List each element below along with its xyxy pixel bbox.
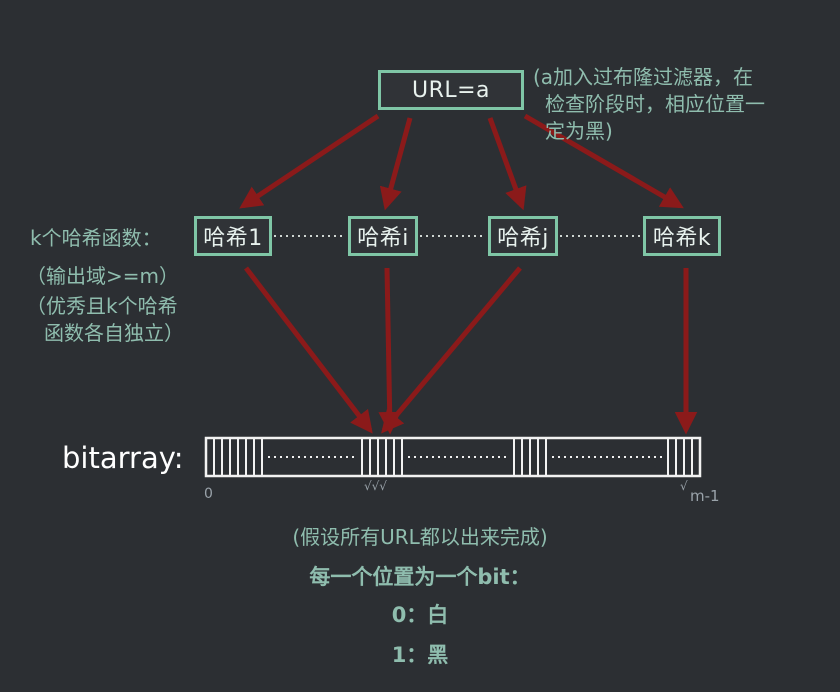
bit-group-mid-1	[361, 438, 403, 476]
note-a-in-filter: (a加入过布隆过滤器，在 检查阶段时，相应位置一 定为黑)	[533, 64, 833, 145]
note-a-line-2: 检查阶段时，相应位置一	[545, 92, 765, 116]
tick-start: 0	[204, 486, 213, 502]
hash-independence-line-1: （优秀且k个哈希	[26, 294, 178, 318]
hash-box-1: 哈希1	[194, 216, 272, 256]
tick-mid-checks: √√√	[364, 479, 387, 493]
tick-end: m-1	[690, 487, 720, 505]
note-a-line-1: (a加入过布隆过滤器，在	[533, 65, 754, 89]
bit-group-mid-2	[513, 438, 547, 476]
assumption-text: (假设所有URL都以出来完成)	[292, 525, 548, 549]
hash-output-domain-note: （输出域>=m）	[26, 264, 179, 288]
hash-box-j: 哈希j	[488, 216, 558, 256]
bit-group-end	[667, 438, 693, 476]
arrow-url-to-hashj	[487, 117, 527, 211]
bit-zero-meaning: 0：白	[391, 603, 449, 627]
arrow-url-to-hashi	[379, 117, 413, 211]
note-a-line-3: 定为黑)	[545, 119, 613, 143]
hash-box-k: 哈希k	[643, 216, 721, 256]
bit-group-start	[213, 438, 263, 476]
hash-box-i: 哈希i	[348, 216, 418, 256]
hash-independence-line-2: 函数各自独立）	[44, 321, 184, 345]
tick-end-check: √	[680, 479, 688, 493]
bit-description: 每一个位置为一个bit：	[309, 565, 531, 589]
arrow-url-to-hash1	[239, 113, 380, 209]
bitarray-label: bitarray:	[62, 441, 184, 475]
arrow-url-to-hashk	[523, 113, 684, 209]
bitarray-bar	[204, 436, 702, 478]
hash-independence-note: （优秀且k个哈希 函数各自独立）	[26, 293, 184, 347]
arrow-hashi-to-bit	[378, 267, 401, 435]
hash-functions-label: k个哈希函数：	[30, 226, 162, 250]
url-box: URL=a	[378, 70, 524, 110]
arrow-hashj-to-bit	[381, 266, 522, 434]
bit-one-meaning: 1：黑	[391, 643, 449, 667]
arrow-hash1-to-bit	[244, 266, 373, 434]
